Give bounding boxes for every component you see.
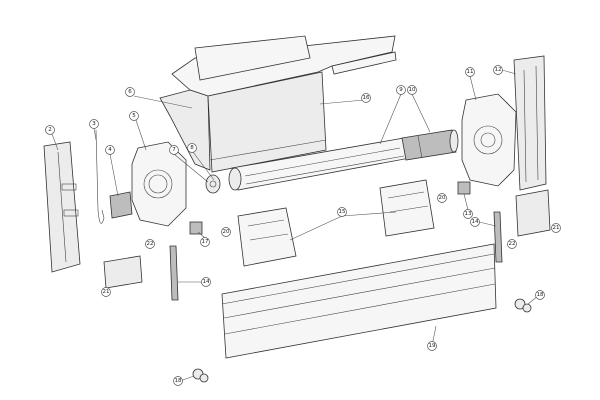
top-cover-part: [159, 35, 397, 173]
svg-text:18: 18: [537, 292, 544, 298]
svg-text:4: 4: [108, 147, 112, 153]
svg-text:18: 18: [175, 378, 182, 384]
small-bracket-right-part: [515, 189, 551, 237]
svg-text:14: 14: [203, 279, 210, 285]
callout-5: 5: [129, 111, 139, 121]
callout-13: 13: [463, 209, 473, 219]
callout-12: 12: [493, 65, 503, 75]
svg-text:11: 11: [467, 69, 474, 75]
callout-18-right: 18: [535, 290, 545, 300]
roller-part-left: [192, 368, 209, 383]
svg-text:2: 2: [48, 127, 52, 133]
callout-22-left: 22: [145, 239, 155, 249]
callout-16: 16: [361, 93, 371, 103]
svg-text:16: 16: [363, 95, 370, 101]
svg-text:13: 13: [465, 211, 472, 217]
callout-7: 7: [169, 145, 179, 155]
roller-part-right: [514, 298, 532, 313]
callout-14-right: 14: [470, 217, 480, 227]
callout-15: 15: [337, 207, 347, 217]
callout-22-right: 22: [507, 239, 517, 249]
callout-8: 8: [187, 143, 197, 153]
callout-17: 17: [200, 237, 210, 247]
mounting-bracket-right-part: [379, 179, 435, 237]
svg-text:14: 14: [472, 219, 479, 225]
svg-text:17: 17: [202, 239, 209, 245]
mounting-bracket-left-part: [237, 207, 297, 267]
right-side-profile-part: [513, 55, 547, 191]
callout-11: 11: [465, 67, 475, 77]
svg-text:15: 15: [339, 209, 346, 215]
small-bracket-left-part: [103, 255, 143, 289]
left-side-plate-part: [131, 141, 187, 227]
motor-part: [401, 129, 459, 161]
svg-text:3: 3: [92, 121, 96, 127]
strap-right-part: [493, 211, 503, 263]
svg-text:8: 8: [190, 145, 194, 151]
svg-text:10: 10: [409, 87, 416, 93]
callout-2: 2: [45, 125, 55, 135]
svg-text:21: 21: [103, 289, 110, 295]
callout-6: 6: [125, 87, 135, 97]
svg-text:6: 6: [128, 89, 132, 95]
clip-part-17: [189, 221, 203, 235]
front-panel-part: [221, 243, 497, 359]
svg-text:7: 7: [172, 147, 176, 153]
svg-text:19: 19: [429, 343, 436, 349]
svg-text:21: 21: [553, 225, 560, 231]
end-cap-part: [205, 174, 221, 194]
callout-20-left: 20: [221, 227, 231, 237]
leader-lines: [51, 69, 539, 382]
callout-4: 4: [105, 145, 115, 155]
callout-14-left: 14: [201, 277, 211, 287]
bracket-part: [109, 191, 133, 219]
svg-text:9: 9: [399, 87, 403, 93]
callout-3: 3: [89, 119, 99, 129]
clip-part-13: [457, 181, 471, 195]
left-side-profile-part: [43, 141, 81, 273]
strap-left-part: [169, 245, 179, 301]
callout-19: 19: [427, 341, 437, 351]
svg-text:20: 20: [439, 195, 446, 201]
callout-21-left: 21: [101, 287, 111, 297]
callout-18-left: 18: [173, 376, 183, 386]
callout-21-right: 21: [551, 223, 561, 233]
cord-part: [95, 129, 105, 224]
svg-text:22: 22: [147, 241, 154, 247]
callout-20-right: 20: [437, 193, 447, 203]
svg-text:12: 12: [495, 67, 502, 73]
svg-text:20: 20: [223, 229, 230, 235]
right-side-plate-part: [461, 93, 517, 187]
svg-text:5: 5: [132, 113, 136, 119]
callout-10: 10: [407, 85, 417, 95]
svg-text:22: 22: [509, 241, 516, 247]
callout-9: 9: [396, 85, 406, 95]
